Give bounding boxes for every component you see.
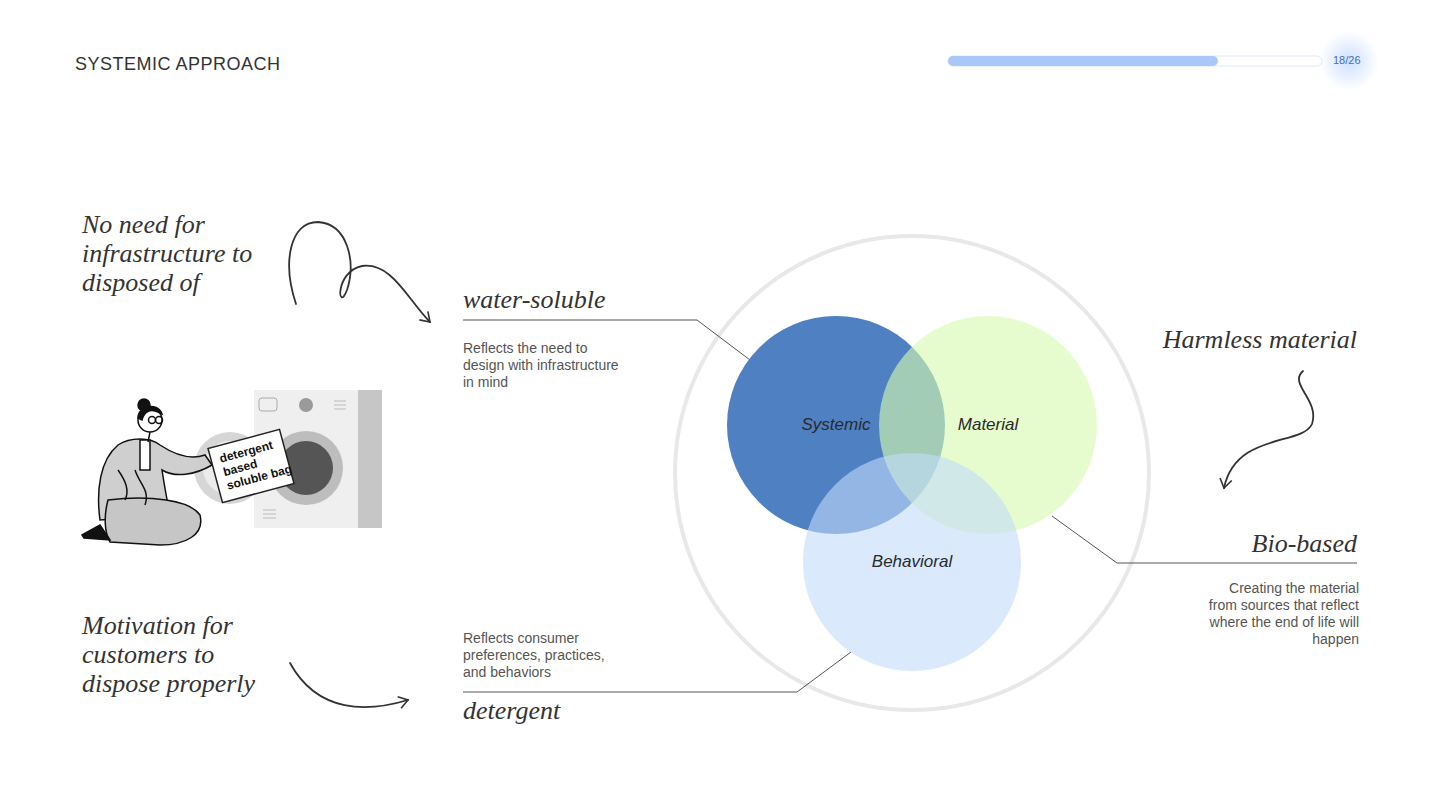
page-counter: 18/26 [1333, 54, 1361, 67]
term-description: Reflects the need to design with infrast… [463, 340, 623, 391]
progress-bar [948, 31, 1379, 91]
annotation-heading: Harmless material [1163, 325, 1357, 354]
annotation-heading: Motivation for customers to dispose prop… [82, 611, 287, 698]
outer-ring [675, 236, 1149, 710]
person-illustration [82, 399, 212, 545]
washing-machine [194, 390, 382, 528]
term-heading: Bio-based [1252, 529, 1357, 558]
term-heading: detergent [463, 696, 560, 725]
term-heading: water-soluble [463, 285, 605, 314]
annotation-heading: No need for infrastructure to disposed o… [82, 210, 287, 297]
slide-title: SYSTEMIC APPROACH [75, 54, 281, 75]
venn-circle: Behavioral [803, 453, 1021, 671]
term-description: Reflects consumer preferences, practices… [463, 630, 623, 681]
circle-label: Systemic [802, 415, 871, 435]
term-description: Creating the material from sources that … [1204, 580, 1359, 648]
circle-label: Material [958, 415, 1018, 435]
sketch-arrows [289, 222, 1313, 707]
circle-label: Behavioral [872, 552, 952, 572]
